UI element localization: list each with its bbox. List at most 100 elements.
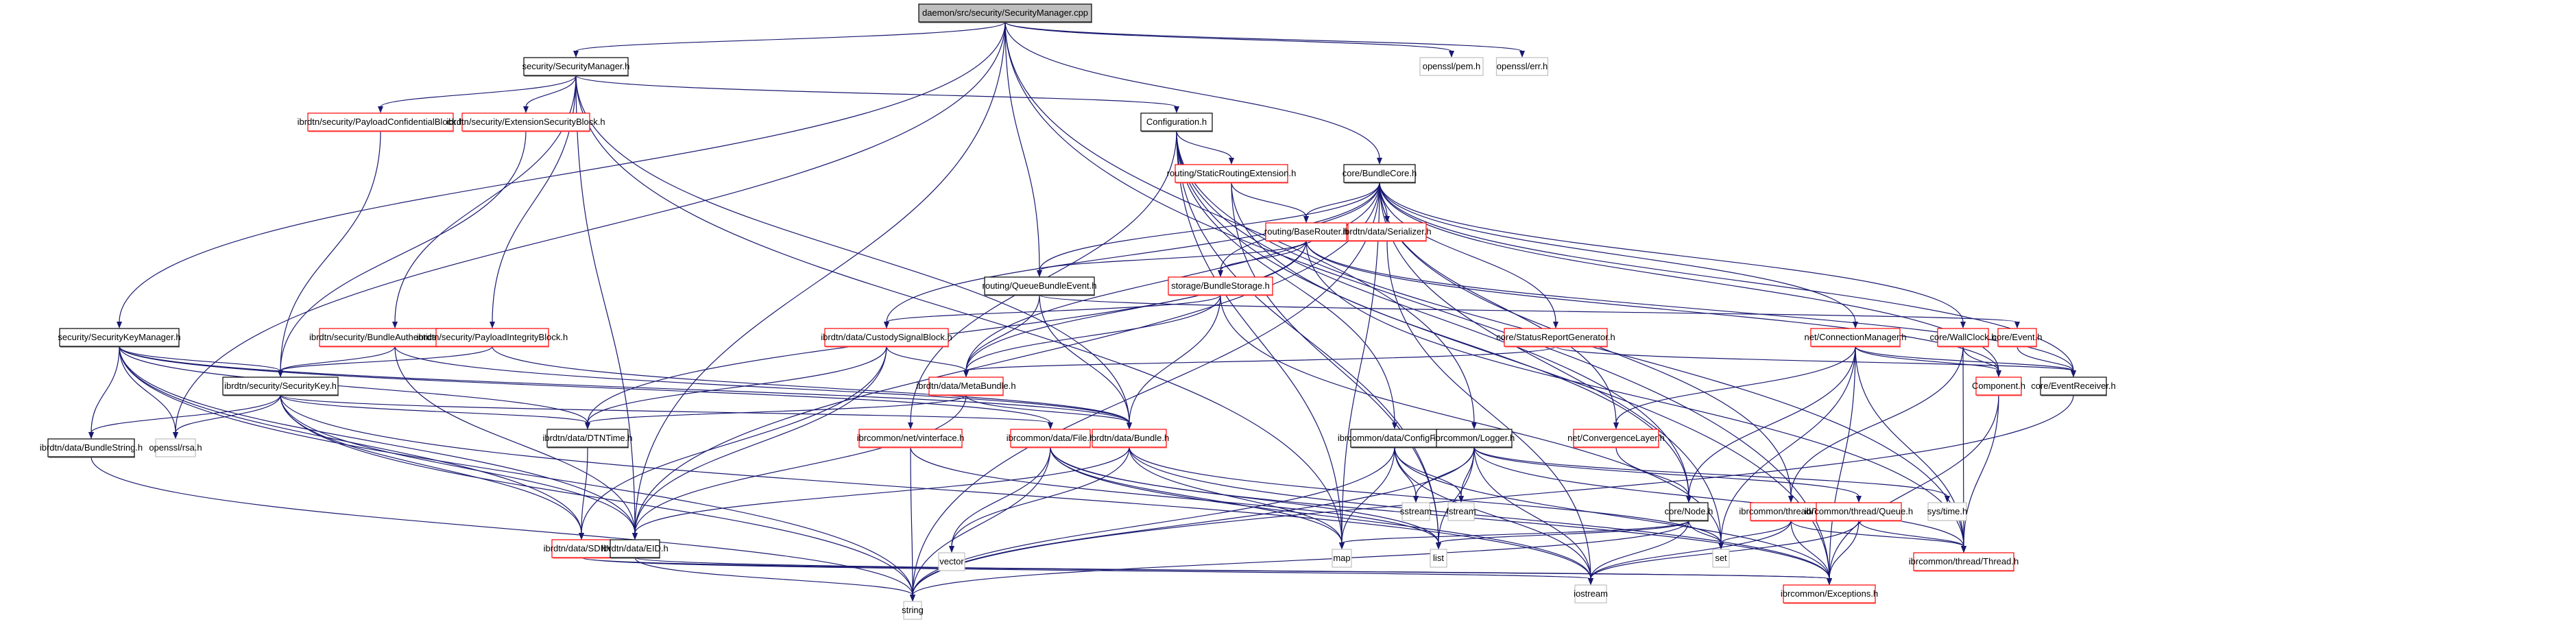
node-box <box>1913 552 2014 571</box>
graph-node-dtntime[interactable]: ibrdtn/data/DTNTime.h <box>542 429 633 449</box>
node-box <box>1816 502 1902 521</box>
arrowhead <box>173 432 178 439</box>
graph-node-convlayer[interactable]: net/ConvergenceLayer.h <box>1567 429 1665 449</box>
graph-node-sdnv[interactable]: ibrdtn/data/SDNV.h <box>544 539 620 559</box>
edge-skm-to-bstring <box>91 346 120 433</box>
node-box <box>1810 328 1901 347</box>
node-box <box>903 601 922 620</box>
arrowhead <box>2014 322 2020 329</box>
graph-node-secmgr[interactable]: security/SecurityManager.h <box>522 57 630 77</box>
graph-node-root[interactable]: daemon/src/security/SecurityManager.cpp <box>918 3 1092 23</box>
graph-node-brouter[interactable]: routing/BaseRouter.h <box>1264 222 1348 242</box>
edge-file-to-iostream <box>1050 446 1591 580</box>
node-label: map <box>1333 553 1350 563</box>
graph-node-connmgr[interactable]: net/ConnectionManager.h <box>1805 328 1907 348</box>
node-box <box>307 112 454 132</box>
graph-node-esb[interactable]: ibrdtn/security/ExtensionSecurityBlock.h <box>446 112 605 132</box>
node-box <box>1504 328 1608 347</box>
graph-node-queue[interactable]: ibrcommon/thread/Queue.h <box>1805 502 1913 522</box>
graph-node-csb[interactable]: ibrdtn/data/CustodySignalBlock.h <box>821 328 952 348</box>
node-label: Configuration.h <box>1146 117 1207 127</box>
graph-node-logger[interactable]: ibrcommon/Logger.h <box>1434 429 1515 449</box>
node-label: ibrcommon/net/vinterface.h <box>857 433 965 443</box>
graph-node-metabundle[interactable]: ibrdtn/data/MetaBundle.h <box>916 377 1016 396</box>
graph-node-pib[interactable]: ibrdtn/security/PayloadIntegrityBlock.h <box>417 328 568 348</box>
graph-node-file[interactable]: ibrcommon/data/File.h <box>1007 429 1095 449</box>
node-label: net/ConvergenceLayer.h <box>1567 433 1665 443</box>
arrowhead <box>117 322 122 329</box>
edge-wallclock-to-timer <box>1790 346 1964 497</box>
edge-pib-to-bundle <box>492 346 1130 424</box>
graph-node-wallclock[interactable]: core/WallClock.h <box>1929 328 1997 348</box>
graph-node-configfile[interactable]: ibrcommon/data/ConfigFile.h <box>1338 429 1452 449</box>
node-label: core/WallClock.h <box>1929 332 1996 342</box>
edge-queue-to-exceptions <box>1829 520 1859 580</box>
edge-sdnv-to-iostream <box>581 557 1591 580</box>
node-box <box>918 3 1092 23</box>
graph-node-component[interactable]: Component.h <box>1972 377 2025 396</box>
node-label: openssl/err.h <box>1497 61 1548 71</box>
node-label: ibrcommon/thread/Queue.h <box>1805 506 1913 516</box>
graph-node-eid[interactable]: ibrdtn/data/EID.h <box>601 539 669 559</box>
edge-csb-to-metabundle <box>886 346 967 372</box>
edge-wallclock-to-component <box>1962 346 1999 372</box>
arrowhead <box>1856 496 1862 503</box>
edge-config-to-map <box>1176 130 1343 544</box>
node-label: ibrdtn/data/MetaBundle.h <box>916 381 1015 391</box>
edge-bcore-to-component <box>1379 182 1999 372</box>
node-label: routing/QueueBundleEvent.h <box>983 280 1097 291</box>
graph-node-exceptions[interactable]: ibrcommon/Exceptions.h <box>1781 584 1878 604</box>
node-label: ibrdtn/security/PayloadIntegrityBlock.h <box>417 332 568 342</box>
node-box <box>1783 584 1876 604</box>
node-label: net/ConnectionManager.h <box>1805 332 1907 342</box>
node-box <box>1430 549 1447 568</box>
arrowhead <box>949 546 954 553</box>
edge-logger-to-queue <box>1473 446 1859 497</box>
graph-node-serializer[interactable]: ibrdtn/data/Serializer.h <box>1343 222 1432 242</box>
edge-skm-to-rsa <box>119 346 176 433</box>
graph-node-qbe[interactable]: routing/QueueBundleEvent.h <box>983 276 1097 296</box>
node-box <box>1436 429 1513 448</box>
edge-esb-to-seckey <box>280 130 527 372</box>
graph-node-pcb[interactable]: ibrdtn/security/PayloadConfidentialBlock… <box>298 112 464 132</box>
graph-node-evrecv[interactable]: core/EventReceiver.h <box>2031 377 2116 396</box>
graph-node-vinterface[interactable]: ibrcommon/net/vinterface.h <box>857 429 965 449</box>
arrowhead <box>1449 51 1454 58</box>
node-label: sstream <box>1400 506 1432 516</box>
node-label: storage/BundleStorage.h <box>1171 280 1270 291</box>
edge-skm-to-bundle <box>119 346 1130 424</box>
graph-node-bundle[interactable]: ibrdtn/data/Bundle.h <box>1090 429 1169 449</box>
node-label: ibrdtn/data/BundleString.h <box>40 442 143 453</box>
node-label: ibrdtn/security/PayloadConfidentialBlock… <box>298 117 464 127</box>
edge-skm-to-seckey <box>119 346 281 372</box>
edge-skm-to-dtntime <box>119 346 588 424</box>
graph-node-srg[interactable]: core/StatusReportGenerator.h <box>1496 328 1615 348</box>
arrowhead <box>1827 578 1832 585</box>
arrowhead <box>1961 546 1966 553</box>
arrowhead <box>573 51 579 58</box>
graph-node-node[interactable]: core/Node.h <box>1665 502 1713 522</box>
edge-logger-to-iostream <box>1473 446 1591 580</box>
graph-node-thread[interactable]: ibrcommon/thread/Thread.h <box>1909 552 2019 572</box>
graph-node-event[interactable]: core/Event.h <box>1993 328 2043 348</box>
edge-sdnv-to-exceptions <box>581 557 1830 580</box>
node-label: ibrcommon/data/File.h <box>1007 433 1095 443</box>
graph-node-fstream: fstream <box>1446 502 1476 521</box>
node-label: core/StatusReportGenerator.h <box>1496 332 1615 342</box>
node-box <box>1495 57 1549 76</box>
arrowhead <box>1519 51 1525 58</box>
node-label: security/SecurityManager.h <box>522 61 630 71</box>
graph-node-bcore[interactable]: core/BundleCore.h <box>1343 164 1417 184</box>
graph-node-seckey[interactable]: ibrdtn/security/SecurityKey.h <box>222 377 339 396</box>
graph-node-config[interactable]: Configuration.h <box>1140 112 1213 132</box>
graph-node-bstring[interactable]: ibrdtn/data/BundleString.h <box>40 438 143 458</box>
graph-node-bstorage[interactable]: storage/BundleStorage.h <box>1168 276 1273 296</box>
edge-bcore-to-csb <box>886 182 1380 323</box>
node-box <box>1168 276 1273 296</box>
graph-node-sre[interactable]: routing/StaticRoutingExtension.h <box>1167 164 1297 184</box>
node-box <box>1140 112 1213 132</box>
graph-node-skm[interactable]: security/SecurityKeyManager.h <box>58 328 181 348</box>
graph-node-list: list <box>1430 549 1447 568</box>
node-box <box>546 429 629 448</box>
edge-file-to-exceptions <box>1050 446 1830 580</box>
